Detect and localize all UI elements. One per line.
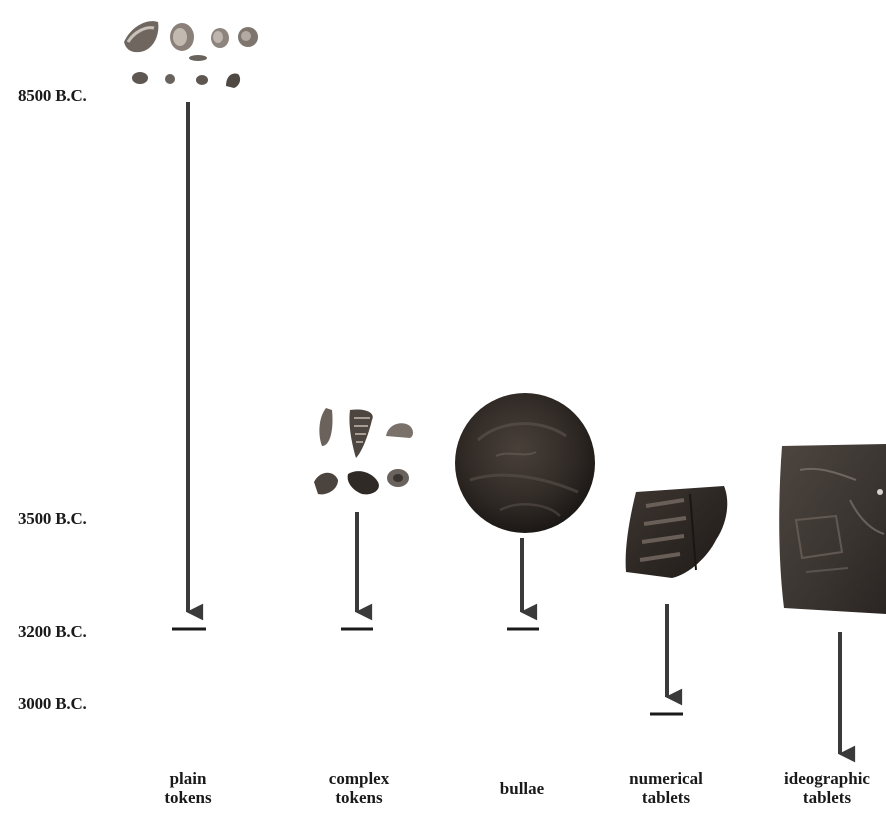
label-complex-tokens-line1: complex bbox=[294, 769, 424, 788]
label-plain-tokens: plain tokens bbox=[123, 769, 253, 807]
label-numerical-tablets: numerical tablets bbox=[601, 769, 731, 807]
bulla-image bbox=[455, 393, 595, 533]
label-ideographic-tablets: ideographic tablets bbox=[768, 769, 886, 807]
label-ideographic-tablets-line1: ideographic bbox=[768, 769, 886, 788]
label-plain-tokens-line2: tokens bbox=[123, 788, 253, 807]
numerical-tablet-image bbox=[626, 486, 728, 578]
ideographic-tablet-image bbox=[779, 444, 886, 614]
label-ideographic-tablets-line2: tablets bbox=[768, 788, 886, 807]
label-numerical-tablets-line1: numerical bbox=[601, 769, 731, 788]
label-bullae: bullae bbox=[457, 779, 587, 798]
label-plain-tokens-line1: plain bbox=[123, 769, 253, 788]
label-numerical-tablets-line2: tablets bbox=[601, 788, 731, 807]
plain-tokens-image bbox=[124, 21, 258, 88]
label-complex-tokens-line2: tokens bbox=[294, 788, 424, 807]
complex-tokens-image bbox=[314, 408, 413, 494]
label-complex-tokens: complex tokens bbox=[294, 769, 424, 807]
label-bullae-line1: bullae bbox=[457, 779, 587, 798]
